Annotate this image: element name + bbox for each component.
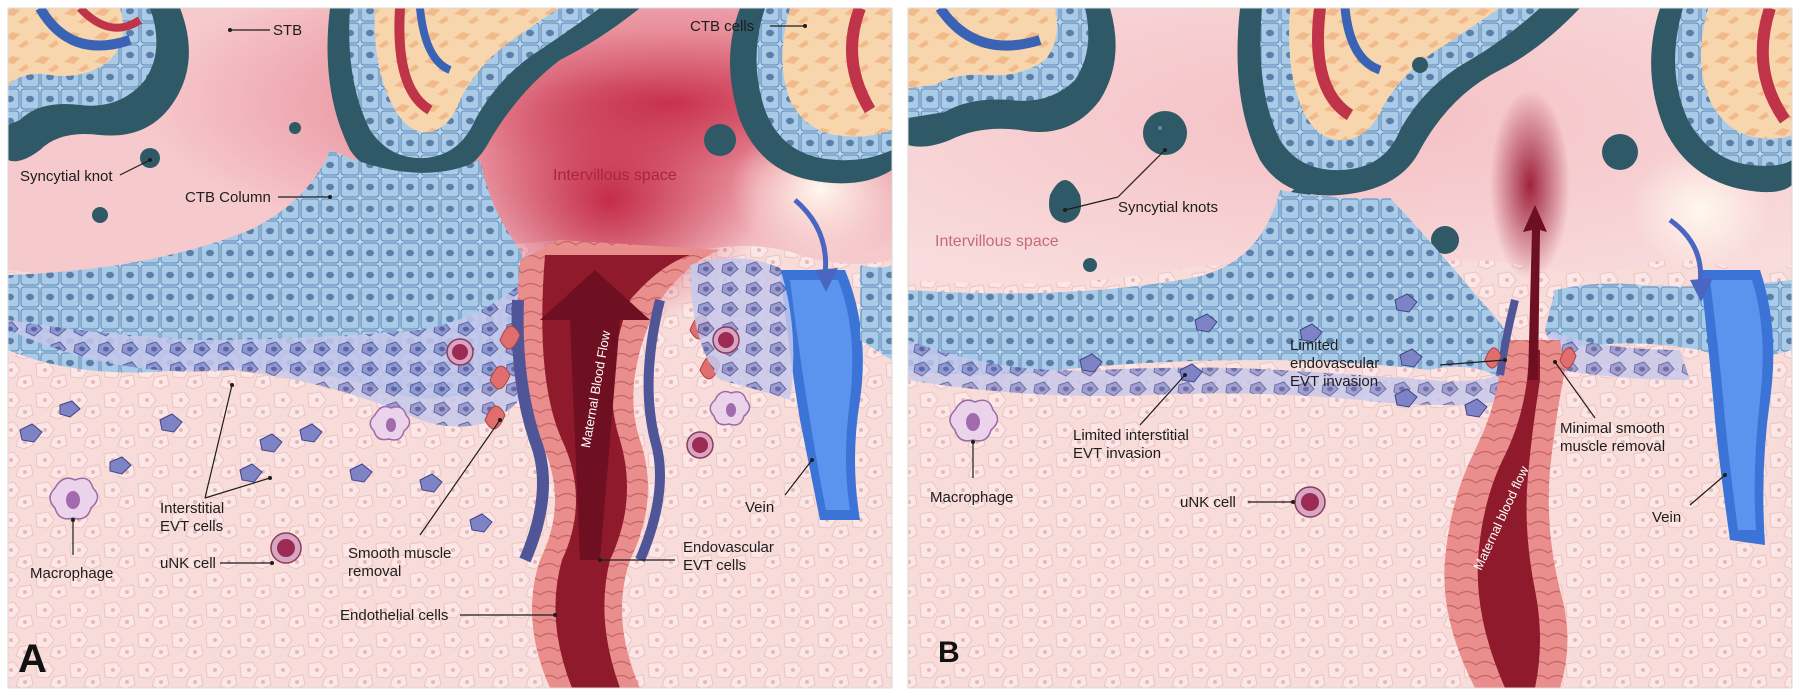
syncytial-knot-a [26,116,54,144]
stb-fragment [1083,258,1097,272]
stb-fragment [92,207,108,223]
interstitial-evt-cells-b [1079,293,1488,418]
label-endovascular-2: EVT cells [683,557,746,574]
stb-fragment [1412,57,1428,73]
label-limited-inter-2: EVT invasion [1073,445,1161,462]
smooth-muscle-cells-b [1484,347,1577,369]
vein-arrow-a [793,198,829,276]
panel-b-border [907,7,1793,689]
label-limited-inter-1: Limited interstitial [1073,427,1189,444]
blood-jet-b [1490,90,1570,280]
villus-a3-vessel-red [846,8,876,114]
label-smooth-muscle-2: removal [348,563,401,580]
label-syncytial-knots: Syncytial knots [1118,199,1218,216]
label-smooth-muscle-1: Smooth muscle [348,545,451,562]
villus-a1-vessel-blue [35,8,132,51]
interstitial-evt-cells-a [19,400,493,533]
syncytial-knot-b [1143,111,1187,155]
unk-cells-a [270,326,740,564]
villus-b2-vessel-red [1312,8,1354,121]
label-interstitial-evt-2: EVT cells [160,518,223,535]
panel-b: Maternal blood flow Syncytial knots Inte… [908,8,1792,688]
panel-a-border [7,7,893,689]
labels-b: Syncytial knots Intervillous space Limit… [930,148,1727,526]
panel-a: Maternal Blood Flow [8,8,892,688]
endovascular-evt-lining-a2 [635,298,665,562]
vein-arrow-head-a [815,268,838,292]
blood-flow-arrow-a [540,270,650,560]
ctb-right-a [860,265,892,360]
villus-a1-core [8,8,124,85]
endovascular-evt-lining-a [511,299,549,563]
panel-letter-a: A [18,637,47,681]
panel-letter-b: B [938,636,960,669]
stb-fragment [704,124,736,156]
label-macrophage-b: Macrophage [930,489,1013,506]
evt-shell-a [8,280,525,427]
labels-a: STB CTB cells Syncytial knot CTB Column … [20,18,814,624]
label-unk-cell-b: uNK cell [1180,494,1236,511]
villus-a1-vessel-red [77,8,143,32]
villus-a2-vessel-red [394,8,433,115]
label-limited-endo-3: EVT invasion [1290,373,1378,390]
label-intervillous-space-a: Intervillous space [553,167,677,184]
label-minimal-sm-2: muscle removal [1560,438,1665,455]
villus-a2-vessel-blue [416,8,452,74]
vein-b-lumen [1710,280,1763,530]
label-macrophage-a: Macrophage [30,565,113,582]
unk-cell-b [1294,486,1326,518]
villus-b2-vessel-blue [1340,8,1382,75]
vein-arrow-b [1668,217,1704,286]
macrophages-a [49,390,751,520]
label-unk-cell-a: uNK cell [160,555,216,572]
label-ctb-cells: CTB cells [690,18,754,35]
label-endothelial-cells: Endothelial cells [340,607,448,624]
label-vein-b: Vein [1652,509,1681,526]
villus-b1-vessel-blue [935,8,1042,51]
stb-fragment [1602,134,1638,170]
label-intervillous-space-b: Intervillous space [935,233,1059,250]
vein-a-lumen [790,280,853,510]
evt-shell-a-right [690,258,794,400]
maternal-blood-b [1477,350,1540,688]
evt-shell-b-right [1545,330,1690,380]
villus-b3-vessel-red [1756,8,1790,124]
label-limited-endo-2: endovascular [1290,355,1379,372]
label-ctb-column: CTB Column [185,189,271,206]
blood-flow-arrow-b [1523,205,1547,380]
evt-shell-b [908,340,1520,405]
label-syncytial-knot: Syncytial knot [20,168,113,185]
label-vein-a: Vein [745,499,774,516]
villus-b1-core [908,8,1058,88]
label-minimal-sm-1: Minimal smooth [1560,420,1665,437]
syncytial-knot-b2 [1049,180,1081,223]
label-endovascular-1: Endovascular [683,539,774,556]
vein-arrow-head-b [1690,278,1713,302]
endovascular-evt-lining-b [1496,299,1519,376]
stb-fragment [1431,226,1459,254]
label-interstitial-evt-1: Interstitial [160,500,224,517]
ctb-column-b [908,190,1520,380]
label-limited-endo-1: Limited [1290,337,1338,354]
macrophage-b [949,399,999,442]
label-stb: STB [273,22,302,39]
stb-fragment [289,122,301,134]
